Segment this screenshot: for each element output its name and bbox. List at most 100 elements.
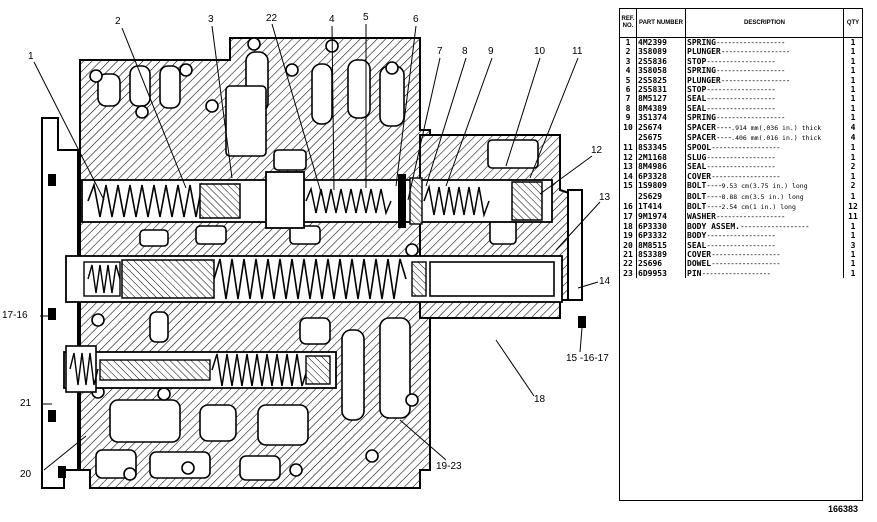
description-leader-dots: ------------------ (720, 75, 791, 85)
cell-qty: 1 (850, 94, 856, 104)
cell-ref-no: 1 (620, 37, 637, 48)
callout-6: 6 (413, 14, 419, 25)
cell-part-number: 2S675 (636, 133, 686, 144)
cell-qty: 1 (850, 85, 856, 95)
description-leader-dots: ------------------ (701, 268, 771, 278)
cell-description: BODY ASSEM.------------------ (685, 221, 844, 232)
cell-part-number: 6P3330 (636, 221, 686, 232)
cell-qty: 1 (850, 143, 856, 153)
callout-18: 18 (534, 394, 546, 405)
description-leader-dots: ------------------ (706, 94, 776, 104)
cell-ref-no: 9 (620, 113, 637, 123)
callout-11: 11 (572, 46, 583, 57)
cell-qty: 4 (850, 122, 856, 132)
header-part-number: PART NUMBER (636, 9, 686, 38)
description-leader-dots: ---- (706, 191, 722, 201)
description-leader-dots: ------------------ (706, 240, 776, 250)
cell-qty: 1 (850, 268, 856, 278)
cell-qty: 2 (850, 162, 856, 172)
callout-15-16-17: 15 -16-17 (566, 353, 609, 364)
cell-description: STOP------------------ (685, 85, 844, 95)
cell-description: SEAL------------------ (685, 162, 844, 172)
cell-qty: 4 (850, 133, 856, 143)
description-leader-dots: ------------------ (715, 66, 786, 76)
description-leader-dots: ------------------ (711, 259, 781, 269)
cell-ref-no: 18 (620, 221, 637, 232)
cell-ref-no: 22 (620, 259, 637, 269)
cell-description: BODY------------------ (685, 231, 844, 241)
cell-qty: 11 (848, 212, 858, 222)
cell-part-number: 2S5825 (636, 75, 686, 86)
description-name: SEAL (687, 94, 707, 104)
cell-ref-no: 5 (620, 75, 637, 86)
cell-ref-no: 8 (620, 103, 637, 114)
cell-part-number: 3S8089 (636, 47, 686, 57)
description-name: SPRING (687, 113, 716, 123)
description-leader-dots: ------------------ (715, 113, 786, 123)
description-leader-dots: ---- (706, 181, 722, 191)
slug (511, 181, 543, 221)
upper-bore (81, 171, 553, 229)
cell-description: COVER------------------ (685, 171, 844, 182)
cell-description: SPRING------------------ (685, 37, 844, 48)
middle-bore (65, 255, 563, 303)
parts-table-header: REF. NO. PART NUMBER DESCRIPTION QTY (620, 9, 862, 38)
description-name: STOP (687, 56, 707, 66)
cell-description: BOLT----8.88 cm(3.5 in.) long (685, 191, 844, 202)
header-ref-no: REF. NO. (620, 9, 637, 38)
cell-ref-no (620, 133, 637, 144)
description-name: SPOOL (687, 143, 712, 153)
description-name: BOLT (687, 201, 707, 211)
cell-qty: 2 (850, 181, 856, 191)
cell-qty: 1 (850, 38, 856, 47)
cell-part-number: 8S3345 (636, 143, 686, 153)
cell-description: SEAL------------------ (685, 103, 844, 114)
cell-description: DOWEL------------------ (685, 259, 844, 269)
description-note: 2.54 cm(1 in.) long (721, 202, 796, 211)
callout-3: 3 (208, 14, 214, 25)
cell-qty: 1 (850, 249, 856, 259)
spool (121, 259, 215, 299)
cell-ref-no: 13 (620, 162, 637, 172)
cell-description: BOLT----2.54 cm(1 in.) long (685, 201, 844, 213)
description-note: .914 mm(.036 in.) thick (731, 123, 822, 132)
cell-description: SPACER----.406 mm(.016 in.) thick (685, 133, 844, 144)
description-leader-dots: ------------------ (715, 212, 786, 222)
callout-9: 9 (488, 46, 494, 57)
description-name: BODY (687, 231, 707, 241)
description-name: SEAL (687, 240, 707, 250)
description-name: SPRING (687, 38, 716, 47)
cell-part-number: 3S1374 (636, 113, 686, 123)
callout-10: 10 (534, 46, 546, 57)
cell-description: BOLT----9.53 cm(3.75 in.) long (685, 181, 844, 192)
leader-lines (33, 23, 601, 471)
description-name: DOWEL (687, 259, 712, 269)
cell-qty: 1 (850, 152, 856, 162)
description-name: BODY ASSEM. (687, 221, 740, 231)
bolts (48, 174, 586, 478)
cell-description: SPRING------------------ (685, 66, 844, 76)
callout-4: 4 (329, 14, 335, 25)
cell-ref-no: 4 (620, 66, 637, 76)
callout-17-16: 17-16 (2, 310, 28, 321)
cell-description: SEAL------------------ (685, 240, 844, 250)
cell-qty: 1 (850, 75, 856, 85)
cell-ref-no: 2 (620, 47, 637, 57)
callout-12: 12 (591, 145, 603, 156)
description-leader-dots: ---- (715, 122, 732, 132)
cell-qty: 1 (850, 56, 856, 66)
cell-ref-no: 11 (620, 143, 637, 153)
